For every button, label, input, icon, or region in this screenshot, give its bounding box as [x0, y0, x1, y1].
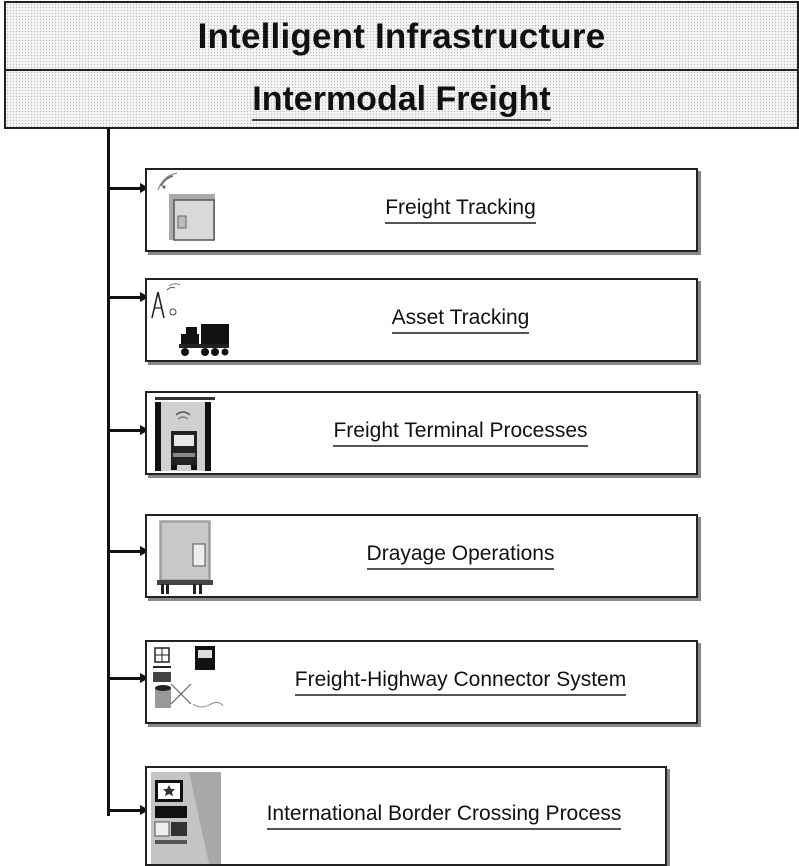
list-item-drayage-operations[interactable]: Drayage Operations	[145, 514, 698, 598]
arrow-icon	[108, 425, 149, 435]
terminal-gate-icon	[155, 397, 215, 471]
arrow-icon	[108, 546, 149, 556]
container-chassis-icon	[157, 520, 213, 594]
item-label: Asset Tracking	[391, 306, 530, 334]
list-item-freight-tracking[interactable]: Freight Tracking	[145, 168, 698, 252]
list-item-asset-tracking[interactable]: Asset Tracking	[145, 278, 698, 362]
item-label: International Border Crossing Process	[266, 802, 622, 830]
list-item-freight-terminal-processes[interactable]: Freight Terminal Processes	[145, 391, 698, 475]
rfid-tag-icon	[157, 172, 215, 241]
connector-line	[107, 127, 110, 816]
subtitle-text: Intermodal Freight	[252, 80, 551, 121]
arrow-icon	[108, 673, 149, 683]
connector-system-icon	[153, 646, 224, 708]
page-subtitle: Intermodal Freight	[4, 69, 799, 129]
item-label: Freight-Highway Connector System	[294, 668, 627, 696]
arrow-icon	[108, 292, 149, 302]
item-label: Freight Terminal Processes	[333, 419, 588, 447]
border-crossing-icon	[151, 772, 221, 864]
arrow-icon	[108, 805, 149, 815]
item-label: Freight Tracking	[385, 196, 536, 224]
item-label: Drayage Operations	[366, 542, 555, 570]
page-title: Intelligent Infrastructure	[4, 1, 799, 71]
list-item-international-border-crossing-process[interactable]: International Border Crossing Process	[145, 766, 667, 866]
gps-truck-icon	[151, 283, 229, 356]
title-text: Intelligent Infrastructure	[197, 17, 606, 56]
arrow-icon	[108, 183, 149, 193]
list-item-freight-highway-connector-system[interactable]: Freight-Highway Connector System	[145, 640, 698, 724]
